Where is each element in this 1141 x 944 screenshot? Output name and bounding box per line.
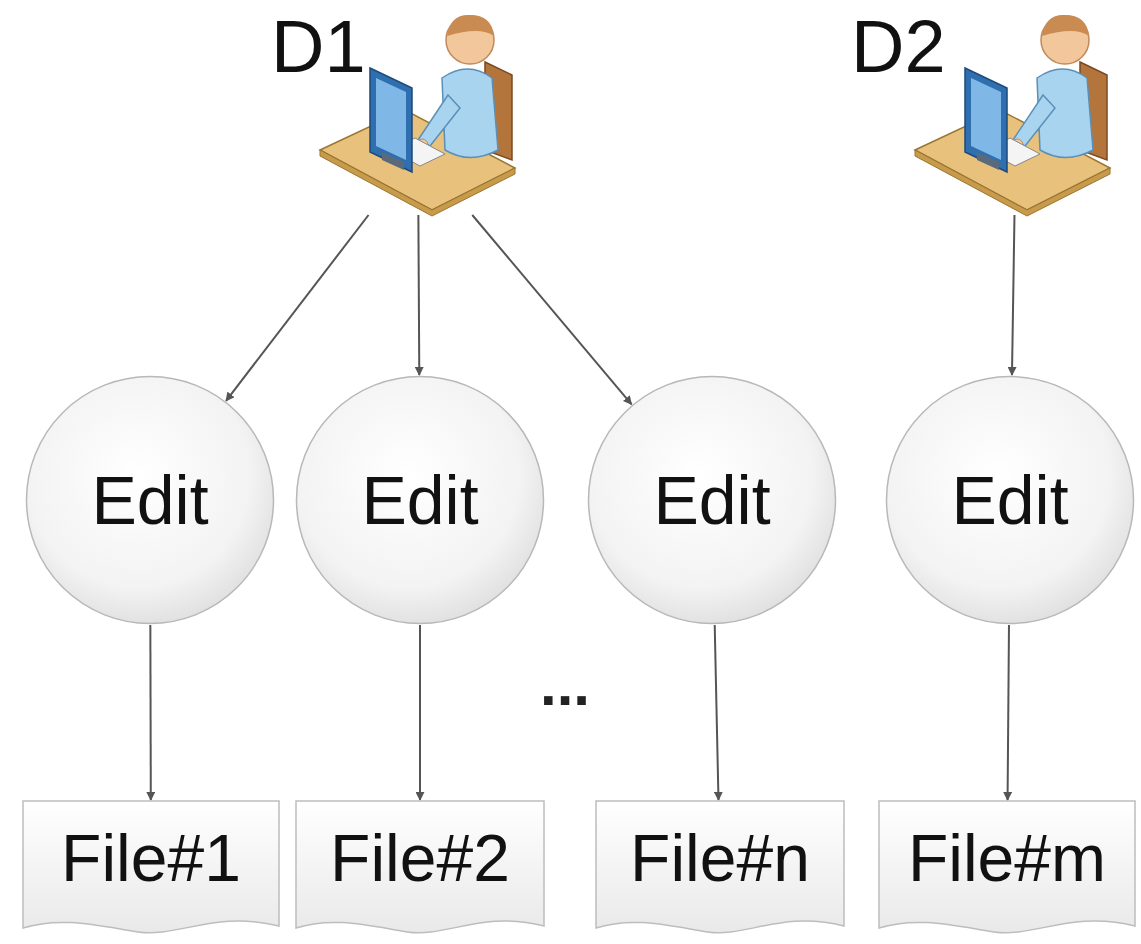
- process-circle: Edit: [295, 375, 545, 625]
- ellipsis-label: ...: [540, 655, 590, 715]
- person-outline: [915, 0, 1120, 215]
- process-circle: Edit: [25, 375, 275, 625]
- arrow-connector: [419, 625, 421, 800]
- arrow-connector: [226, 215, 368, 401]
- file-document: File#1: [22, 800, 280, 940]
- process-circle: Edit: [587, 375, 837, 625]
- process-label: Edit: [951, 463, 1068, 538]
- developer-label: D2: [851, 6, 946, 87]
- file-label: File#m: [908, 822, 1106, 895]
- process-label: Edit: [91, 463, 208, 538]
- file-label: File#n: [630, 822, 810, 895]
- arrow-connector: [715, 625, 719, 800]
- file-document: File#2: [295, 800, 545, 940]
- file-label: File#1: [61, 822, 241, 895]
- arrow-connector: [472, 215, 631, 404]
- developer-label: D1: [271, 6, 366, 87]
- process-circle: Edit: [885, 375, 1135, 625]
- arrow-connector: [1012, 215, 1015, 375]
- arrow-connector: [1008, 625, 1009, 800]
- developer-node: D1: [265, 0, 520, 215]
- arrow-connector: [149, 625, 151, 800]
- process-label: Edit: [361, 463, 478, 538]
- file-document: File#m: [878, 800, 1136, 940]
- arrow-connector: [417, 215, 420, 375]
- file-label: File#2: [330, 822, 510, 895]
- process-label: Edit: [653, 463, 770, 538]
- file-document: File#n: [595, 800, 845, 940]
- developer-node: D2: [845, 0, 1120, 215]
